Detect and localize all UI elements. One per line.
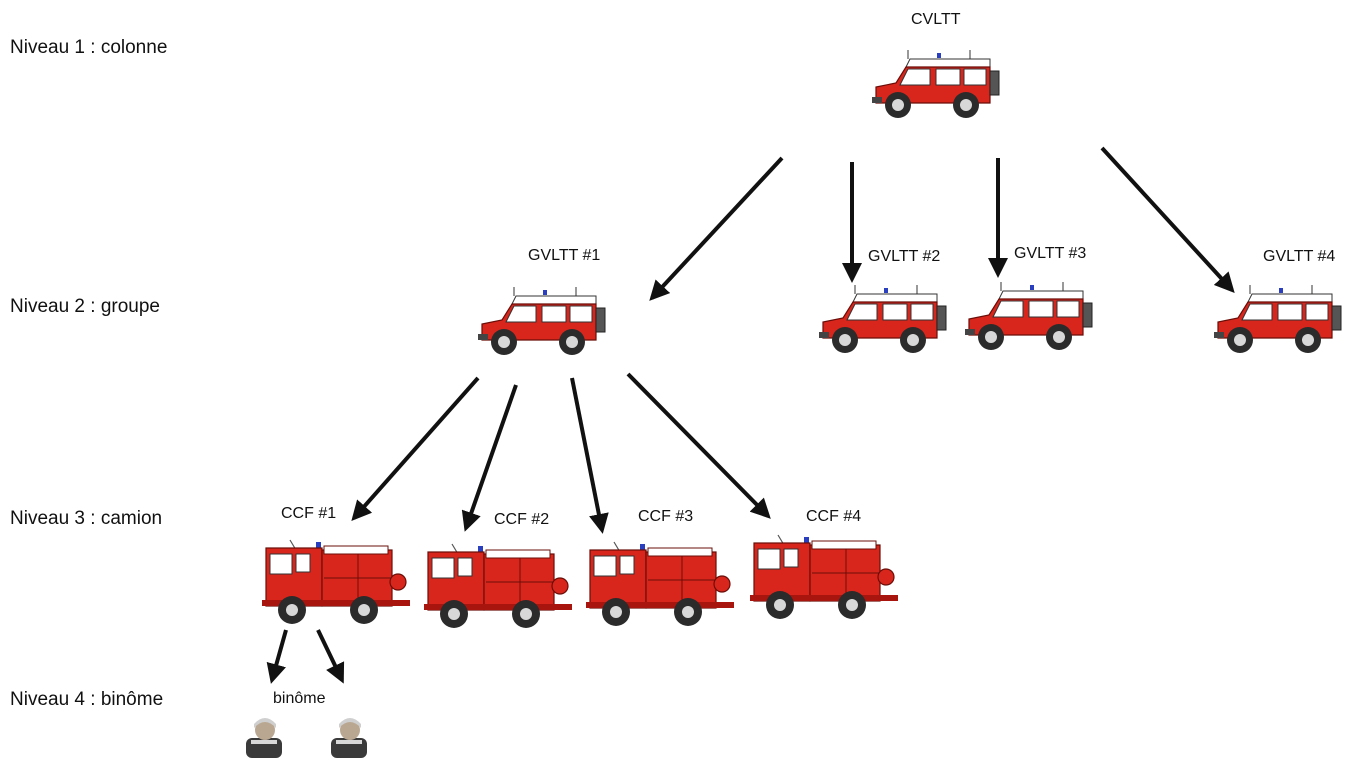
gvltt1-label: GVLTT #1 <box>528 247 601 264</box>
binome-label: binôme <box>273 690 326 707</box>
ccf2-label: CCF #2 <box>494 511 550 528</box>
cvltt-vehicle-icon <box>871 49 1000 119</box>
arrow-ccf1-to-binome-right <box>316 629 345 684</box>
firefighter-left-icon <box>246 718 282 758</box>
arrow-cvltt-to-gvltt1 <box>649 156 784 301</box>
gvltt3-vehicle-icon <box>964 281 1093 351</box>
ccf3-label: CCF #3 <box>638 508 694 525</box>
ccf4-truck-icon <box>750 534 899 620</box>
cvltt-label: CVLTT <box>911 11 961 28</box>
gvltt4-vehicle-icon <box>1213 284 1342 354</box>
gvltt3-label: GVLTT #3 <box>1014 245 1087 262</box>
gvltt2-label: GVLTT #2 <box>868 248 941 265</box>
ccf4-label: CCF #4 <box>806 508 862 525</box>
ccf3-truck-icon <box>586 541 735 627</box>
gvltt4-label: GVLTT #4 <box>1263 248 1336 265</box>
arrow-gvltt1-to-ccf2 <box>461 384 518 532</box>
arrow-ccf1-to-binome-left <box>266 629 288 684</box>
firefighter-right-icon <box>331 718 367 758</box>
ccf1-truck-icon <box>262 539 411 625</box>
arrow-gvltt1-to-ccf1 <box>351 376 480 521</box>
arrow-gvltt1-to-ccf4 <box>626 372 771 519</box>
level-4-label: Niveau 4 : binôme <box>10 689 164 710</box>
level-3-label: Niveau 3 : camion <box>10 508 163 529</box>
arrow-gvltt1-to-ccf3 <box>570 377 609 534</box>
ccf1-label: CCF #1 <box>281 505 337 522</box>
level-1-label: Niveau 1 : colonne <box>10 37 168 58</box>
gvltt1-vehicle-icon <box>477 286 606 356</box>
level-2-label: Niveau 2 : groupe <box>10 296 160 317</box>
gvltt2-vehicle-icon <box>818 284 947 354</box>
arrow-cvltt-to-gvltt4 <box>1100 146 1235 293</box>
ccf2-truck-icon <box>424 543 573 629</box>
